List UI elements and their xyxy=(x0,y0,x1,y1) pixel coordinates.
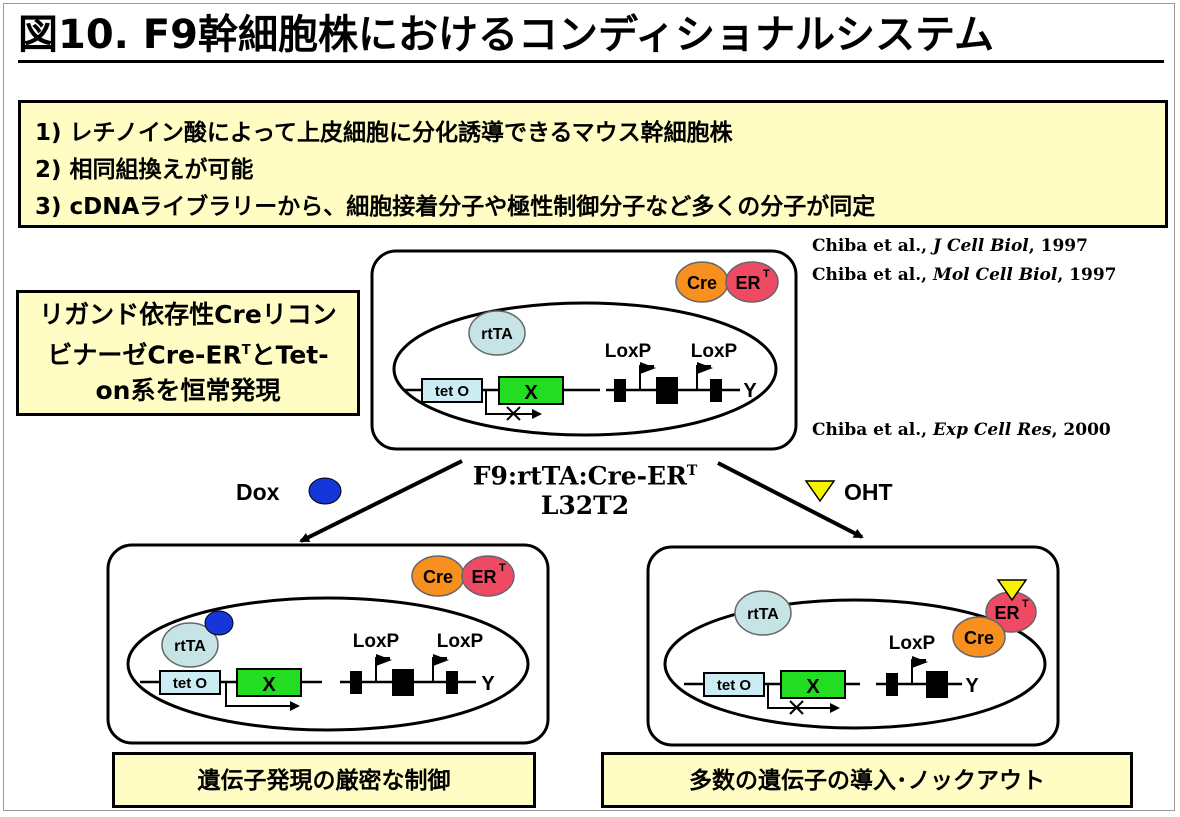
svg-text:Cre: Cre xyxy=(423,567,453,587)
svg-text:LoxP: LoxP xyxy=(353,631,400,652)
reference-1: Chiba et al., J Cell Biol, 1997 xyxy=(812,236,1088,256)
svg-text:rtTA: rtTA xyxy=(747,606,779,623)
svg-text:ER: ER xyxy=(471,567,496,587)
svg-text:Cre: Cre xyxy=(964,628,994,648)
svg-text:Y: Y xyxy=(743,380,757,402)
oht-molecule-bound xyxy=(996,579,1028,602)
svg-text:T: T xyxy=(763,268,770,280)
rtta-protein: rtTA xyxy=(468,310,526,356)
svg-text:Y: Y xyxy=(481,673,495,695)
svg-text:tet O: tet O xyxy=(435,383,470,400)
oht-molecule xyxy=(804,480,836,503)
svg-text:rtTA: rtTA xyxy=(174,638,206,655)
dox-molecule xyxy=(308,477,342,505)
oht-cell: rtTA ER T Cre tet O X LoxP Y xyxy=(646,545,1060,747)
reference-2: Chiba et al., Mol Cell Biol, 1997 xyxy=(812,265,1117,285)
svg-text:T: T xyxy=(499,562,506,574)
svg-text:LoxP: LoxP xyxy=(605,341,652,362)
dox-label: Dox xyxy=(236,479,280,505)
svg-text:LoxP: LoxP xyxy=(437,631,484,652)
dox-cell: Cre ER T rtTA tet O X LoxP LoxP Y xyxy=(106,543,550,745)
svg-text:ER: ER xyxy=(994,603,1019,623)
svg-text:Cre: Cre xyxy=(687,273,717,293)
er-protein: ER T xyxy=(985,591,1037,633)
svg-text:X: X xyxy=(524,382,538,404)
svg-text:LoxP: LoxP xyxy=(691,341,738,362)
ligand-note-box: リガンド依存性Creリコン ビナーゼCre-ERTとTet- on系を恒常発現 xyxy=(16,290,360,416)
oht-label: OHT xyxy=(844,479,893,505)
cell-line-label: F9:rtTA:Cre-ERT L32T2 xyxy=(472,461,698,521)
feature-item: 2) 相同組換えが可能 xyxy=(35,157,254,183)
nucleus xyxy=(392,301,778,437)
parent-cell: Cre ER T rtTA tet O X LoxP LoxP Y xyxy=(370,249,798,451)
svg-text:X: X xyxy=(262,674,276,696)
cre-protein: Cre xyxy=(675,261,729,303)
rtta-protein: rtTA xyxy=(734,590,792,636)
caption-right: 多数の遺伝子の導入･ノックアウト xyxy=(601,752,1133,808)
dox-arrow xyxy=(299,459,463,543)
slide-frame xyxy=(3,3,1175,811)
rtta-dox-complex: rtTA xyxy=(161,610,234,668)
reference-3: Chiba et al., Exp Cell Res, 2000 xyxy=(812,420,1111,440)
feature-item: 1) レチノイン酸によって上皮細胞に分化誘導できるマウス幹細胞株 xyxy=(35,120,733,146)
caption-left: 遺伝子発現の厳密な制御 xyxy=(112,752,536,808)
svg-text:tet O: tet O xyxy=(717,677,752,694)
svg-text:Y: Y xyxy=(965,675,979,697)
er-protein: ER T xyxy=(461,555,515,597)
oht-arrow xyxy=(717,461,864,539)
cre-protein: Cre xyxy=(952,616,1006,658)
title-underline xyxy=(18,60,1164,63)
features-box: 1) レチノイン酸によって上皮細胞に分化誘導できるマウス幹細胞株 2) 相同組換… xyxy=(18,100,1168,228)
svg-text:X: X xyxy=(806,676,820,698)
slide-title: 図10. F9幹細胞株におけるコンディショナルシステム xyxy=(18,12,994,58)
svg-text:ER: ER xyxy=(735,273,760,293)
feature-item: 3) cDNAライブラリーから、細胞接着分子や極性制御分子など多くの分子が同定 xyxy=(35,194,876,220)
svg-text:LoxP: LoxP xyxy=(889,633,936,654)
svg-text:rtTA: rtTA xyxy=(481,326,513,343)
cre-protein: Cre xyxy=(411,555,465,597)
er-protein: ER T xyxy=(725,261,779,303)
svg-text:T: T xyxy=(1022,598,1029,610)
svg-text:tet O: tet O xyxy=(173,675,208,692)
